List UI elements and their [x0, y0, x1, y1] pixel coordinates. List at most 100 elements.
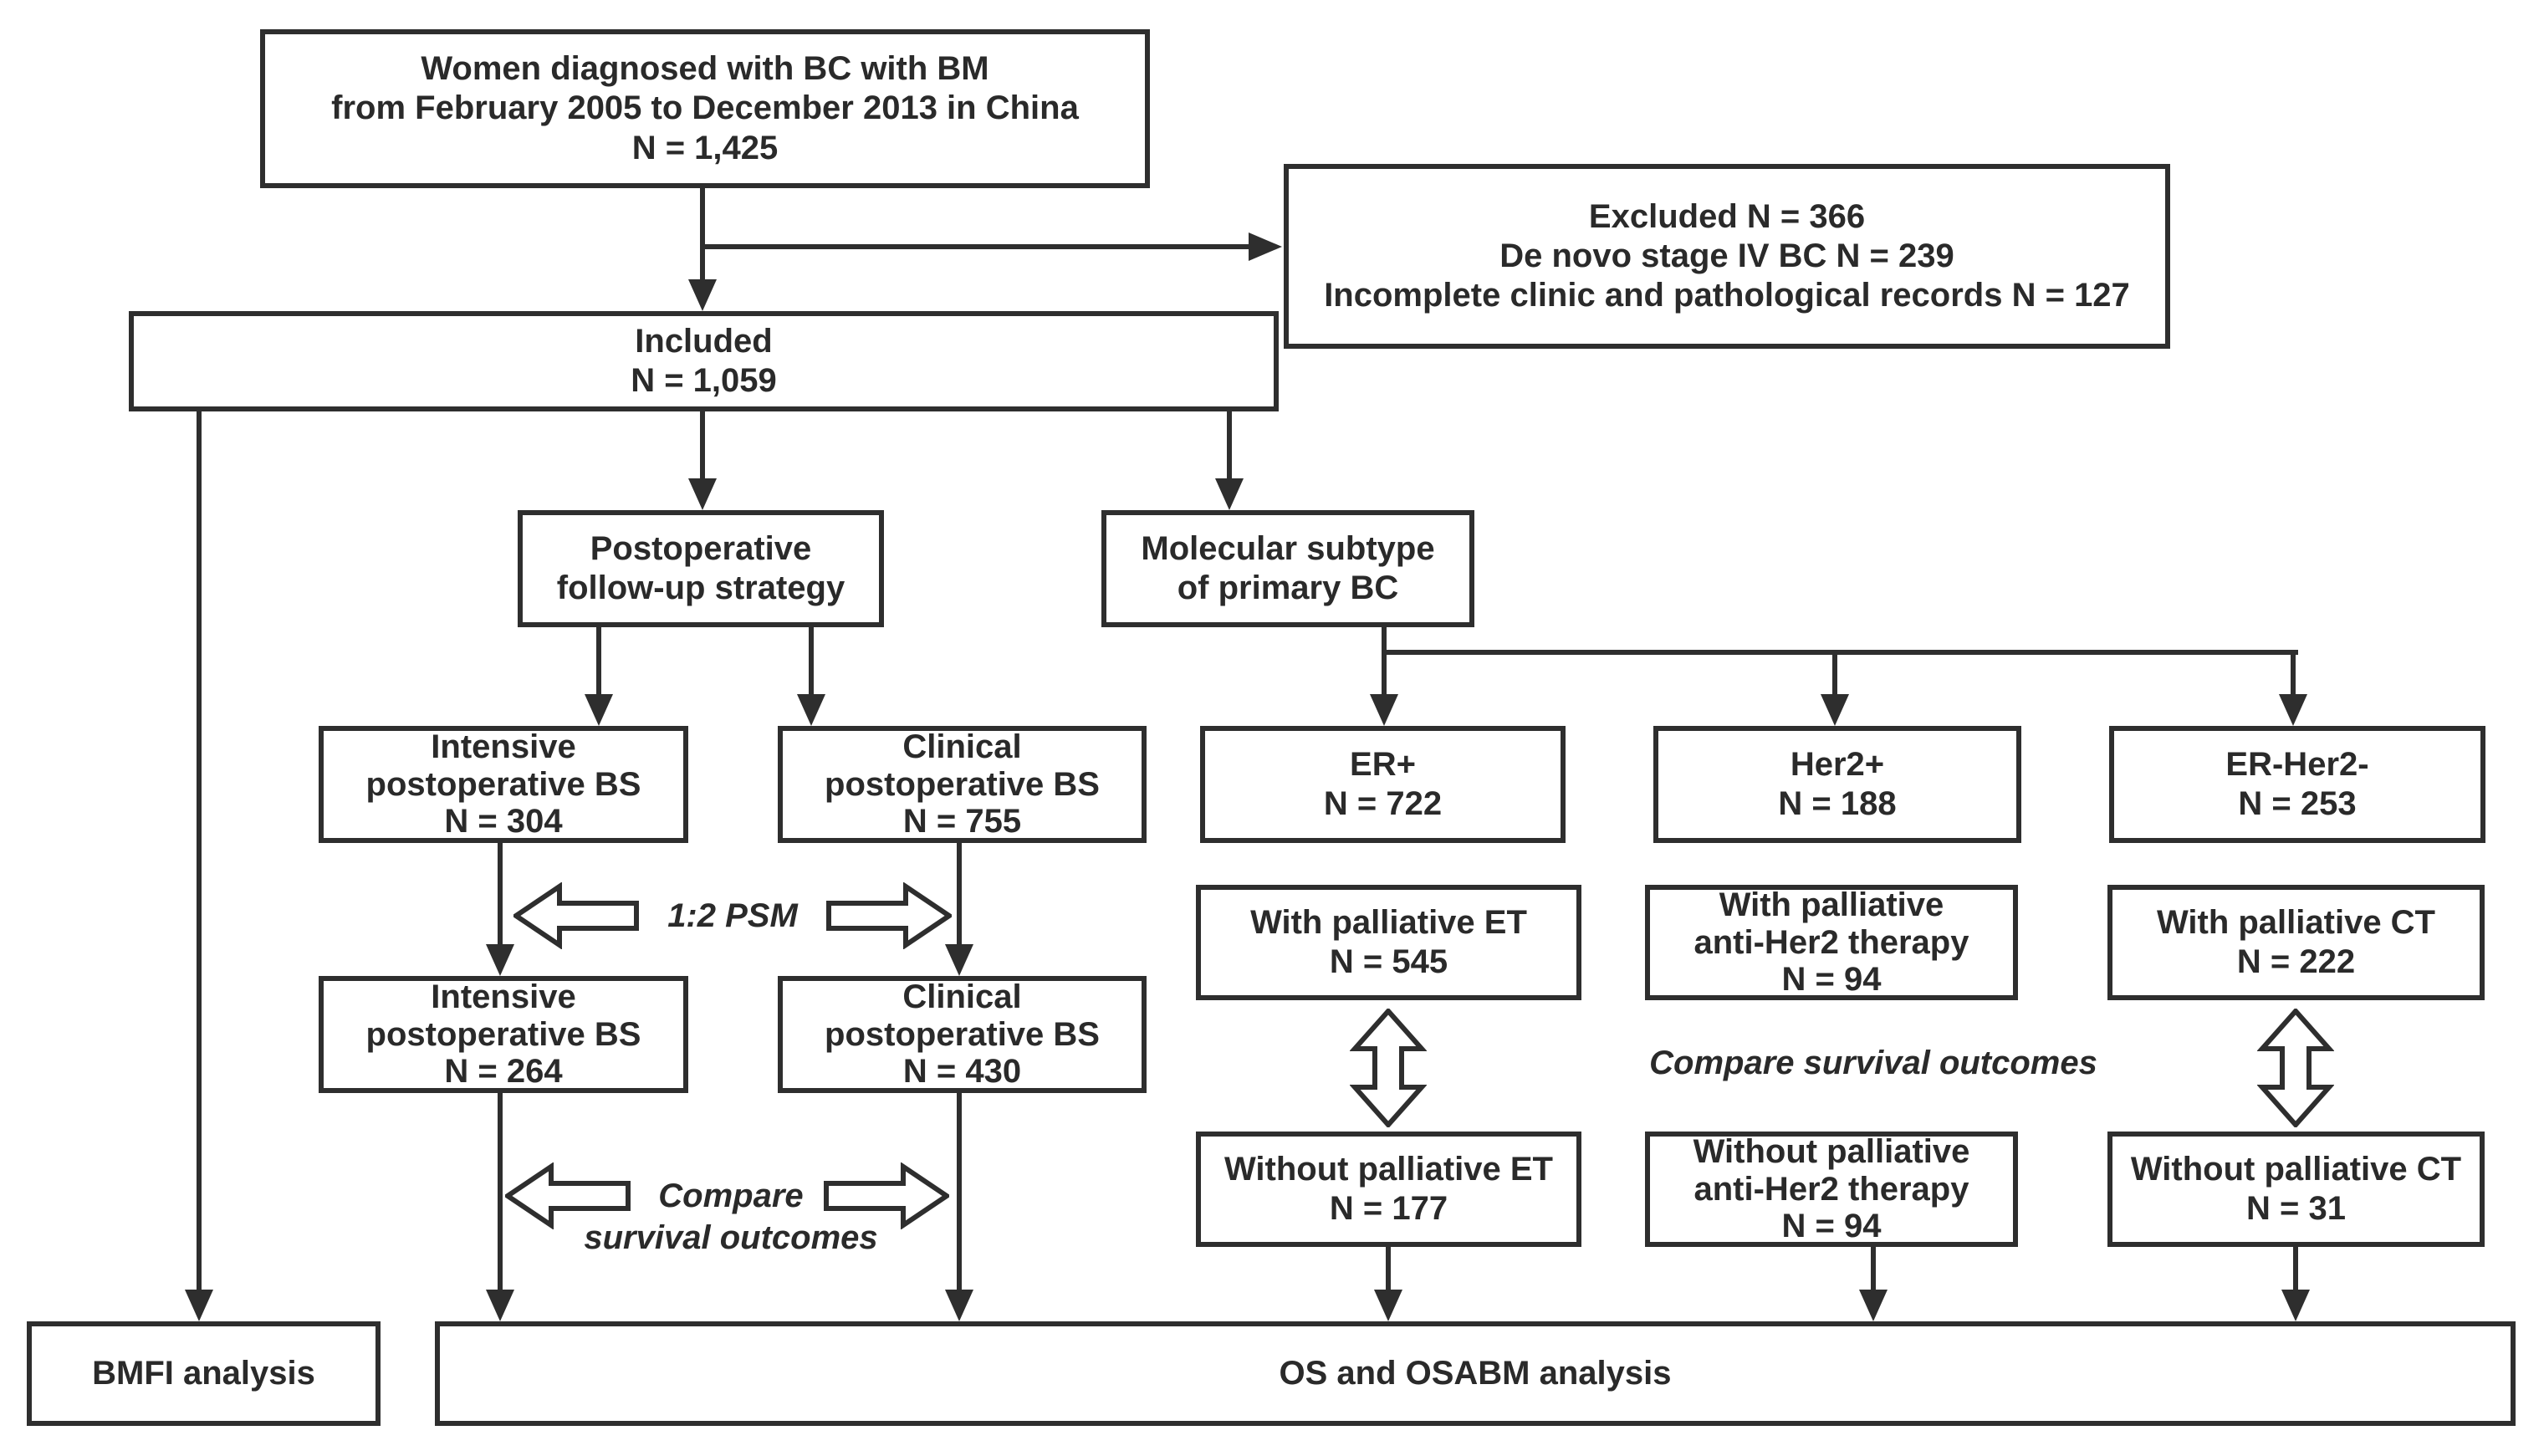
node-line: postoperative BS [365, 1015, 641, 1053]
node-line: N = 1,425 [631, 129, 779, 166]
node-line: postoperative BS [825, 1015, 1100, 1053]
arrowhead-right-icon [1249, 232, 1282, 261]
double-vertical-arrow-icon [1349, 1007, 1428, 1132]
connector-line [1871, 1247, 1876, 1290]
node-line: De novo stage IV BC N = 239 [1499, 237, 1954, 274]
node-line: postoperative BS [825, 765, 1100, 803]
connector-line [2291, 655, 2296, 694]
node-intensive-bs-304: Intensive postoperative BS N = 304 [319, 726, 688, 843]
node-er-her2-negative: ER-Her2- N = 253 [2109, 726, 2485, 843]
node-clinical-bs-755: Clinical postoperative BS N = 755 [778, 726, 1147, 843]
node-line: ER-Her2- [2225, 745, 2369, 783]
node-line: N = 31 [2246, 1190, 2346, 1227]
arrowhead-down-icon [1374, 1290, 1402, 1321]
node-line: Her2+ [1790, 745, 1885, 783]
node-line: from February 2005 to December 2013 in C… [331, 89, 1079, 127]
node-line: follow-up strategy [556, 570, 845, 606]
node-without-palliative-ct: Without palliative CT N = 31 [2107, 1132, 2485, 1247]
node-line: Excluded N = 366 [1588, 197, 1866, 235]
node-her2-positive: Her2+ N = 188 [1653, 726, 2021, 843]
node-molecular-subtype: Molecular subtype of primary BC [1101, 510, 1474, 627]
node-line: N = 188 [1778, 785, 1897, 822]
arrowhead-down-icon [1215, 478, 1244, 510]
node-line: Intensive [431, 978, 576, 1015]
arrowhead-down-icon [585, 694, 613, 726]
arrowhead-down-icon [486, 1290, 514, 1321]
node-line: anti-Her2 therapy [1693, 923, 1969, 961]
node-bmfi-analysis: BMFI analysis [27, 1321, 381, 1426]
connector-line [957, 1093, 962, 1290]
connector-line [700, 411, 705, 478]
connector-line [197, 411, 202, 1290]
node-line: N = 545 [1329, 943, 1448, 980]
arrowhead-down-icon [1859, 1290, 1888, 1321]
node-source: Women diagnosed with BC with BM from Feb… [260, 29, 1150, 188]
node-line: N = 177 [1329, 1190, 1448, 1227]
node-line: N = 264 [444, 1053, 563, 1091]
node-line: Incomplete clinic and pathological recor… [1324, 277, 2130, 314]
node-line: Clinical [902, 978, 1022, 1015]
node-line: anti-Her2 therapy [1693, 1170, 1969, 1208]
node-line: N = 722 [1323, 785, 1443, 822]
node-line: N = 304 [444, 803, 563, 840]
arrowhead-down-icon [2279, 694, 2307, 726]
connector-line [2293, 1247, 2298, 1290]
node-line: N = 222 [2236, 943, 2356, 980]
double-vertical-arrow-icon [2256, 1007, 2335, 1132]
connector-line [809, 627, 814, 694]
arrowhead-down-icon [486, 944, 514, 976]
node-line: Molecular subtype [1141, 529, 1435, 567]
connector-line [700, 188, 705, 281]
compare-left-arrow-icon [503, 1162, 631, 1234]
arrowhead-down-icon [688, 478, 717, 510]
connector-line [1832, 655, 1837, 694]
node-postop-strategy: Postoperative follow-up strategy [518, 510, 884, 627]
node-line: N = 1,059 [631, 362, 777, 399]
connector-line [1382, 627, 1387, 655]
psm-label: 1:2 PSM [667, 897, 798, 934]
arrowhead-down-icon [688, 279, 717, 311]
compare-right-arrow-icon [824, 1162, 952, 1234]
connector-line [498, 1093, 503, 1290]
arrowhead-down-icon [185, 1290, 213, 1321]
compare-survival-label-right: Compare survival outcomes [1649, 1045, 2097, 1081]
connector-line [957, 843, 962, 944]
arrowhead-down-icon [797, 694, 825, 726]
connector-line [1382, 650, 2298, 655]
connector-line [596, 627, 601, 694]
node-line: Without palliative CT [2130, 1150, 2462, 1188]
connector-line [498, 843, 503, 944]
connector-line [1227, 411, 1232, 478]
node-included: Included N = 1,059 [129, 311, 1279, 411]
node-line: N = 430 [902, 1053, 1022, 1091]
node-with-palliative-anti-her2: With palliative anti-Her2 therapy N = 94 [1645, 885, 2018, 1000]
psm-right-arrow-icon [826, 881, 954, 953]
node-without-palliative-et: Without palliative ET N = 177 [1196, 1132, 1581, 1247]
node-er-positive: ER+ N = 722 [1200, 726, 1566, 843]
node-line: Intensive [431, 728, 576, 765]
node-line: N = 755 [902, 803, 1022, 840]
node-line: OS and OSABM analysis [1279, 1354, 1672, 1392]
connector-line [1382, 655, 1387, 694]
label-line: survival outcomes [584, 1219, 878, 1256]
node-line: Without palliative ET [1224, 1150, 1553, 1188]
connector-line [702, 244, 1250, 249]
node-line: Clinical [902, 728, 1022, 765]
arrowhead-down-icon [2281, 1290, 2310, 1321]
node-line: BMFI analysis [92, 1354, 315, 1392]
node-intensive-bs-264: Intensive postoperative BS N = 264 [319, 976, 688, 1093]
arrowhead-down-icon [945, 1290, 973, 1321]
node-line: With palliative CT [2156, 903, 2435, 941]
node-with-palliative-ct: With palliative CT N = 222 [2107, 885, 2485, 1000]
node-line: Postoperative [590, 529, 812, 567]
node-line: N = 94 [1781, 1208, 1882, 1245]
compare-survival-label-left: Compare survival outcomes [584, 1175, 878, 1259]
arrowhead-down-icon [1821, 694, 1849, 726]
node-os-osabm-analysis: OS and OSABM analysis [435, 1321, 2516, 1426]
node-line: of primary BC [1177, 570, 1399, 606]
node-line: With palliative ET [1250, 903, 1527, 941]
arrowhead-down-icon [945, 944, 973, 976]
node-line: N = 94 [1781, 961, 1882, 999]
node-excluded: Excluded N = 366 De novo stage IV BC N =… [1284, 164, 2170, 349]
